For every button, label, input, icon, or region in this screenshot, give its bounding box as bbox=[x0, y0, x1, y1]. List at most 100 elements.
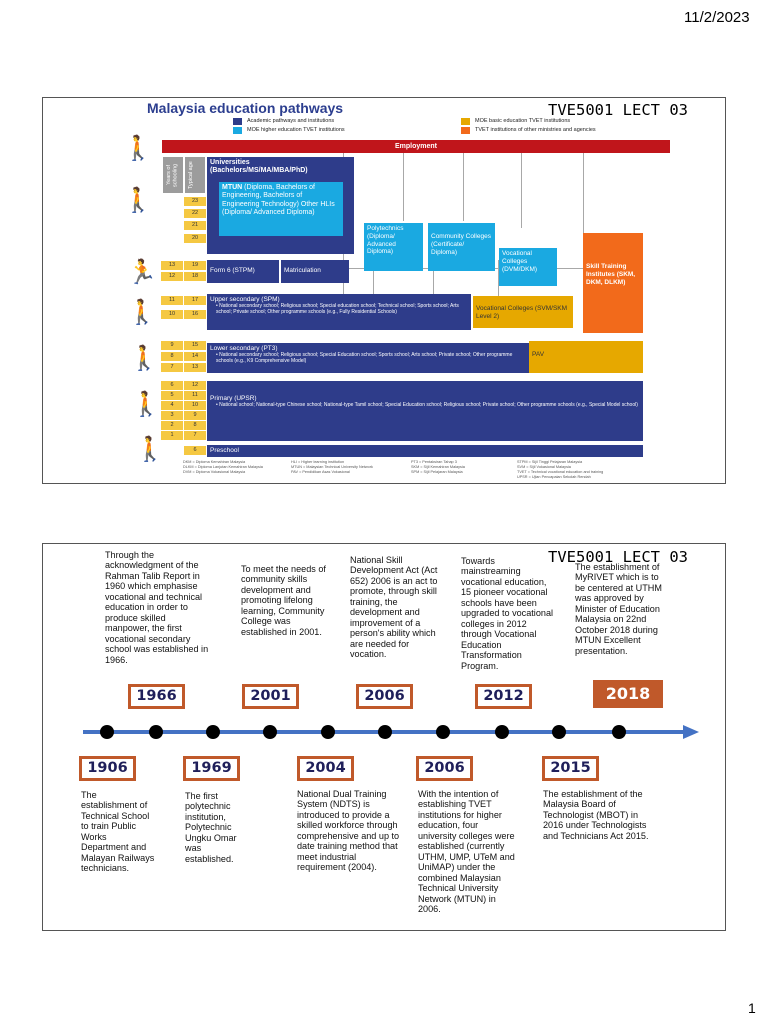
timeline-dot bbox=[436, 725, 450, 739]
event-text-1906: The establishment of Technical School to… bbox=[81, 790, 155, 874]
upper-secondary-title: Upper secondary (SPM) bbox=[210, 296, 280, 303]
year-cell: 12 bbox=[161, 272, 183, 281]
connector-line bbox=[521, 153, 522, 228]
timeline-dot bbox=[552, 725, 566, 739]
timeline-dot bbox=[149, 725, 163, 739]
year-cell: 5 bbox=[161, 391, 183, 400]
timeline-dot bbox=[378, 725, 392, 739]
preschool-box: Preschool bbox=[207, 445, 643, 457]
age-cell: 14 bbox=[184, 352, 206, 361]
mtun-detail: (Diploma, Bachelors of Engineering, Bach… bbox=[222, 184, 335, 217]
age-cell: 22 bbox=[184, 209, 206, 218]
years-of-schooling-header: Years of schooling bbox=[163, 157, 183, 193]
matriculation-box: Matriculation bbox=[281, 260, 349, 283]
upper-secondary-detail: • National secondary school; Religious s… bbox=[216, 302, 459, 315]
student-figure-icon: 🚶 bbox=[129, 345, 159, 372]
student-figure-icon: 🏃 bbox=[127, 259, 157, 286]
lecture-code: TVE5001 LECT 03 bbox=[548, 548, 688, 566]
age-cell: 13 bbox=[184, 363, 206, 372]
slide-pathways: Malaysia education pathways TVE5001 LECT… bbox=[42, 97, 726, 484]
child-figure-icon: 🚶 bbox=[131, 391, 161, 418]
legend-swatch-moe-higher bbox=[233, 127, 242, 134]
legend-label-other-ministries: TVET institutions of other ministries an… bbox=[475, 127, 596, 133]
mtun-box: MTUN (Diploma, Bachelors of Engineering,… bbox=[219, 182, 343, 236]
year-cell: 7 bbox=[161, 363, 183, 372]
age-cell: 7 bbox=[184, 431, 206, 440]
event-text-1969: The first polytechnic institution, Polyt… bbox=[185, 791, 237, 864]
event-text-2001: To meet the needs of community skills de… bbox=[241, 564, 326, 637]
year-label-2004: 2004 bbox=[297, 756, 354, 781]
timeline-arrow bbox=[83, 725, 699, 739]
connector-line bbox=[433, 260, 434, 296]
age-cell: 11 bbox=[184, 391, 206, 400]
child-figure-icon: 🚶 bbox=[135, 436, 165, 463]
typical-age-header: Typical age bbox=[185, 157, 205, 193]
connector-line bbox=[403, 153, 404, 221]
event-text-2012: Towards mainstreaming vocational educati… bbox=[461, 556, 554, 671]
timeline-dot bbox=[495, 725, 509, 739]
abbreviations-col-2: HLI = Higher learning institution MTUN =… bbox=[291, 460, 373, 475]
universities-subtitle: (Bachelors/MS/MA/MBA/PhD) bbox=[210, 167, 308, 175]
lower-secondary-detail: • National secondary school; Religious s… bbox=[216, 351, 513, 364]
lower-secondary-box: Lower secondary (PT3) • National seconda… bbox=[207, 343, 529, 373]
age-cell: 20 bbox=[184, 234, 206, 243]
legend-swatch-other-ministries bbox=[461, 127, 470, 134]
abbreviations-col-3: PT3 = Pentaksiran Tahap 3 SKM = Sijil Ke… bbox=[411, 460, 465, 475]
primary-detail: • National school; National-type Chinese… bbox=[216, 401, 638, 408]
primary-box: Primary (UPSR) • National school; Nation… bbox=[207, 381, 643, 441]
timeline-dot bbox=[263, 725, 277, 739]
year-cell: 1 bbox=[161, 431, 183, 440]
upper-secondary-box: Upper secondary (SPM) • National seconda… bbox=[207, 294, 471, 330]
legend-label-moe-higher: MOE higher education TVET institutions bbox=[247, 127, 345, 133]
student-figure-icon: 🚶 bbox=[127, 299, 157, 326]
age-cell: 18 bbox=[184, 272, 206, 281]
age-cell: 12 bbox=[184, 381, 206, 390]
year-cell: 11 bbox=[161, 296, 183, 305]
connector-line bbox=[373, 260, 374, 296]
age-cell: 10 bbox=[184, 401, 206, 410]
year-cell: 10 bbox=[161, 310, 183, 319]
page-date: 11/2/2023 bbox=[684, 9, 750, 26]
connector-line bbox=[498, 260, 499, 296]
page-number: 1 bbox=[748, 1000, 756, 1016]
year-cell: 6 bbox=[161, 381, 183, 390]
employment-bar: Employment bbox=[162, 140, 670, 153]
lecture-code: TVE5001 LECT 03 bbox=[548, 101, 688, 119]
legend-label-academic: Academic pathways and institutions bbox=[247, 118, 335, 124]
timeline-dot bbox=[612, 725, 626, 739]
age-cell: 16 bbox=[184, 310, 206, 319]
event-text-2004: National Dual Training System (NDTS) is … bbox=[297, 789, 400, 873]
year-label-2015: 2015 bbox=[542, 756, 599, 781]
abbreviations-col-1: DKM = Diploma Kemahiran Malaysia DLKM = … bbox=[183, 460, 263, 475]
year-cell: 3 bbox=[161, 411, 183, 420]
student-figure-icon: 🚶 bbox=[123, 187, 153, 214]
universities-title: Universities bbox=[210, 159, 250, 166]
slide-title: Malaysia education pathways bbox=[147, 100, 344, 116]
age-cell: 15 bbox=[184, 341, 206, 350]
age-cell: 9 bbox=[184, 411, 206, 420]
connector-line bbox=[583, 153, 584, 238]
age-cell: 19 bbox=[184, 261, 206, 270]
year-label-1906: 1906 bbox=[79, 756, 136, 781]
skill-training-institutes-box: Skill Training Institutes (SKM, DKM, DLK… bbox=[583, 233, 643, 333]
polytechnics-box: Polytechnics (Diploma/ Advanced Diploma) bbox=[364, 223, 423, 271]
lower-secondary-title: Lower secondary (PT3) bbox=[210, 345, 278, 352]
year-label-2001: 2001 bbox=[242, 684, 299, 709]
year-label-2006-mtun: 2006 bbox=[416, 756, 473, 781]
graduate-figure-icon: 🚶 bbox=[123, 135, 153, 162]
timeline-dot bbox=[206, 725, 220, 739]
year-cell: 9 bbox=[161, 341, 183, 350]
year-cell: 13 bbox=[161, 261, 183, 270]
mtun-label: MTUN bbox=[222, 184, 243, 191]
form6-box: Form 6 (STPM) bbox=[207, 260, 279, 283]
age-cell: 8 bbox=[184, 421, 206, 430]
timeline-dot bbox=[321, 725, 335, 739]
abbreviations-col-4: STPM = Sijil Tinggi Pelajaran Malaysia S… bbox=[517, 460, 604, 480]
legend-label-moe-basic: MOE basic education TVET institutions bbox=[475, 118, 571, 124]
year-cell: 4 bbox=[161, 401, 183, 410]
event-text-2015: The establishment of the Malaysia Board … bbox=[543, 789, 649, 841]
event-text-2006-skill: National Skill Development Act (Act 652)… bbox=[350, 555, 438, 660]
community-colleges-box: Community Colleges (Certificate/ Diploma… bbox=[428, 223, 495, 271]
year-cell: 2 bbox=[161, 421, 183, 430]
year-label-2018: 2018 bbox=[593, 680, 663, 708]
